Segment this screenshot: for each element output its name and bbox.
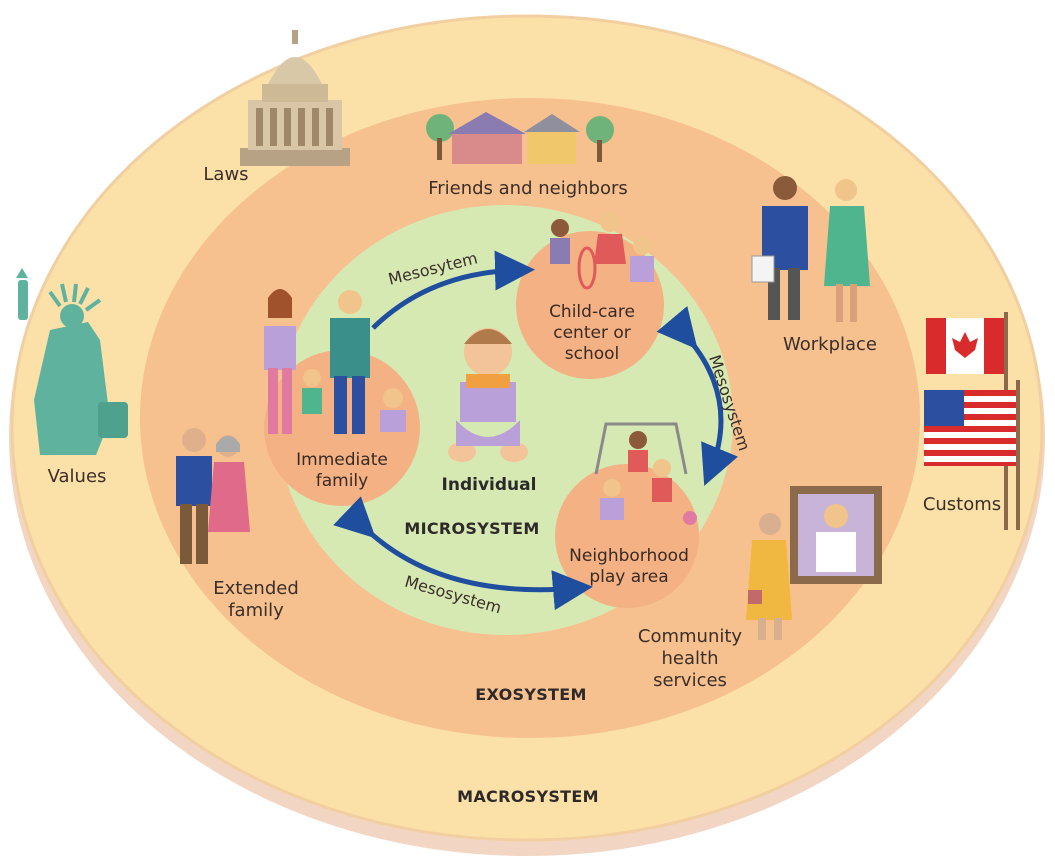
individual-label: Individual: [441, 475, 537, 495]
laws-label: Laws: [203, 164, 249, 185]
extended-family-line-2: family: [228, 600, 284, 621]
children-icon: [550, 212, 654, 290]
school-circle: [516, 231, 664, 379]
child-care-line-1: Child-care: [549, 302, 635, 322]
immediate-family-label: Immediate family: [272, 450, 412, 492]
community-health-label: Community health services: [620, 626, 760, 692]
meso-arrow-right: [656, 305, 739, 486]
exosystem-label: EXOSYSTEM: [475, 685, 587, 704]
extended-family-label: Extended family: [196, 578, 316, 622]
immediate-family-line-2: family: [315, 471, 369, 491]
customs-label: Customs: [922, 494, 1002, 515]
extended-family-line-1: Extended: [213, 578, 299, 599]
statue-of-liberty-icon: [16, 268, 128, 455]
microsystem-label: MICROSYSTEM: [404, 519, 540, 538]
baby-icon: [448, 328, 528, 462]
play-area-line-2: play area: [589, 567, 669, 587]
flags-icon: [924, 312, 1020, 530]
family-icon: [264, 289, 406, 434]
immediate-family-line-1: Immediate: [296, 450, 388, 470]
businesspeople-icon: [751, 176, 870, 322]
macrosystem-label: MACROSYSTEM: [457, 787, 599, 806]
child-care-line-3: school: [564, 344, 620, 364]
houses-icon: [426, 112, 614, 164]
play-area-line-1: Neighborhood: [569, 546, 689, 566]
doctor-icon: [746, 486, 882, 640]
community-health-line-3: services: [653, 670, 727, 691]
child-care-line-2: center or: [553, 323, 631, 343]
values-label: Values: [47, 466, 107, 487]
grandparents-icon: [176, 428, 250, 564]
playground-icon: [594, 422, 697, 525]
neighborhood-play-area-label: Neighborhood play area: [554, 546, 704, 588]
child-care-label: Child-care center or school: [522, 302, 662, 365]
meso-arrow-top: [371, 250, 535, 330]
capitol-building-icon: [240, 30, 350, 166]
community-health-line-2: health: [661, 648, 719, 669]
workplace-label: Workplace: [782, 334, 877, 355]
meso-arrow-bottom: [333, 496, 593, 611]
friends-neighbors-label: Friends and neighbors: [428, 178, 628, 199]
community-health-line-1: Community: [637, 626, 743, 647]
